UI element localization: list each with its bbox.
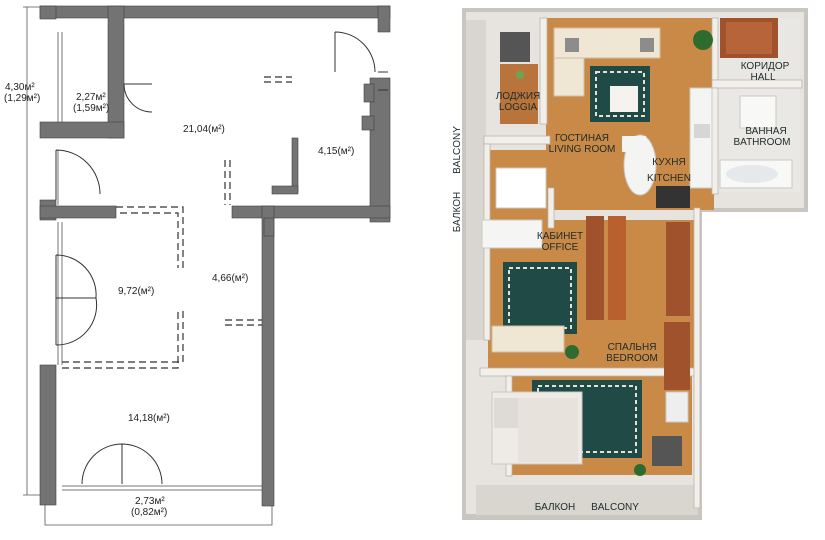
room-living-ru: ГОСТИНАЯ: [555, 133, 609, 144]
room-loggia-en: LOGGIA: [499, 102, 538, 113]
area-balcony-bottom: 2,73м²: [135, 496, 165, 507]
room-hall-ru: КОРИДОР: [741, 61, 790, 72]
left-plan: 21,04(м²) 4,15(м²) 2,27м² (1,59м²) 9,72(…: [4, 5, 391, 526]
furniture: [481, 18, 793, 476]
room-labels: ЛОДЖИЯ LOGGIA ГОСТИНАЯ LIVING ROOM КУХНЯ…: [452, 61, 791, 513]
area-office: 9,72(м²): [118, 286, 154, 297]
balcony-bottom-ru: БАЛКОН: [535, 502, 576, 513]
area-loggia-eff: (1,59м²): [73, 103, 109, 114]
area-bedroom: 14,18(м²): [128, 413, 170, 424]
area-utility: 4,15(м²): [318, 146, 354, 157]
balcony-side-en: BALCONY: [452, 126, 463, 174]
room-living-en: LIVING ROOM: [549, 144, 616, 155]
area-corridor: 4,66(м²): [212, 273, 248, 284]
room-office-ru: КАБИНЕТ: [537, 231, 583, 242]
walls: [39, 5, 391, 507]
area-balcony-left: 4,30м²: [5, 82, 35, 93]
balcony-side-ru: БАЛКОН: [452, 192, 463, 233]
room-bath-en: BATHROOM: [733, 137, 790, 148]
room-loggia-ru: ЛОДЖИЯ: [496, 91, 541, 102]
room-kitchen-en: KITCHEN: [647, 173, 691, 184]
room-hall-en: HALL: [750, 72, 775, 83]
room-kitchen-ru: КУХНЯ: [652, 157, 685, 168]
dashed-partitions: [62, 76, 292, 369]
area-loggia: 2,27м²: [76, 92, 106, 103]
right-plan: ЛОДЖИЯ LOGGIA ГОСТИНАЯ LIVING ROOM КУХНЯ…: [452, 8, 808, 520]
room-bedroom-ru: СПАЛЬНЯ: [608, 342, 657, 353]
room-bath-ru: ВАННАЯ: [745, 126, 786, 137]
room-bedroom-en: BEDROOM: [606, 353, 658, 364]
room-office-en: OFFICE: [542, 242, 579, 253]
area-living: 21,04(м²): [183, 124, 225, 135]
area-balcony-bottom-eff: (0,82м²): [131, 507, 167, 518]
area-balcony-left-eff: (1,29м²): [4, 93, 40, 104]
balcony-bottom-en: BALCONY: [591, 502, 639, 513]
doors: [55, 31, 388, 485]
